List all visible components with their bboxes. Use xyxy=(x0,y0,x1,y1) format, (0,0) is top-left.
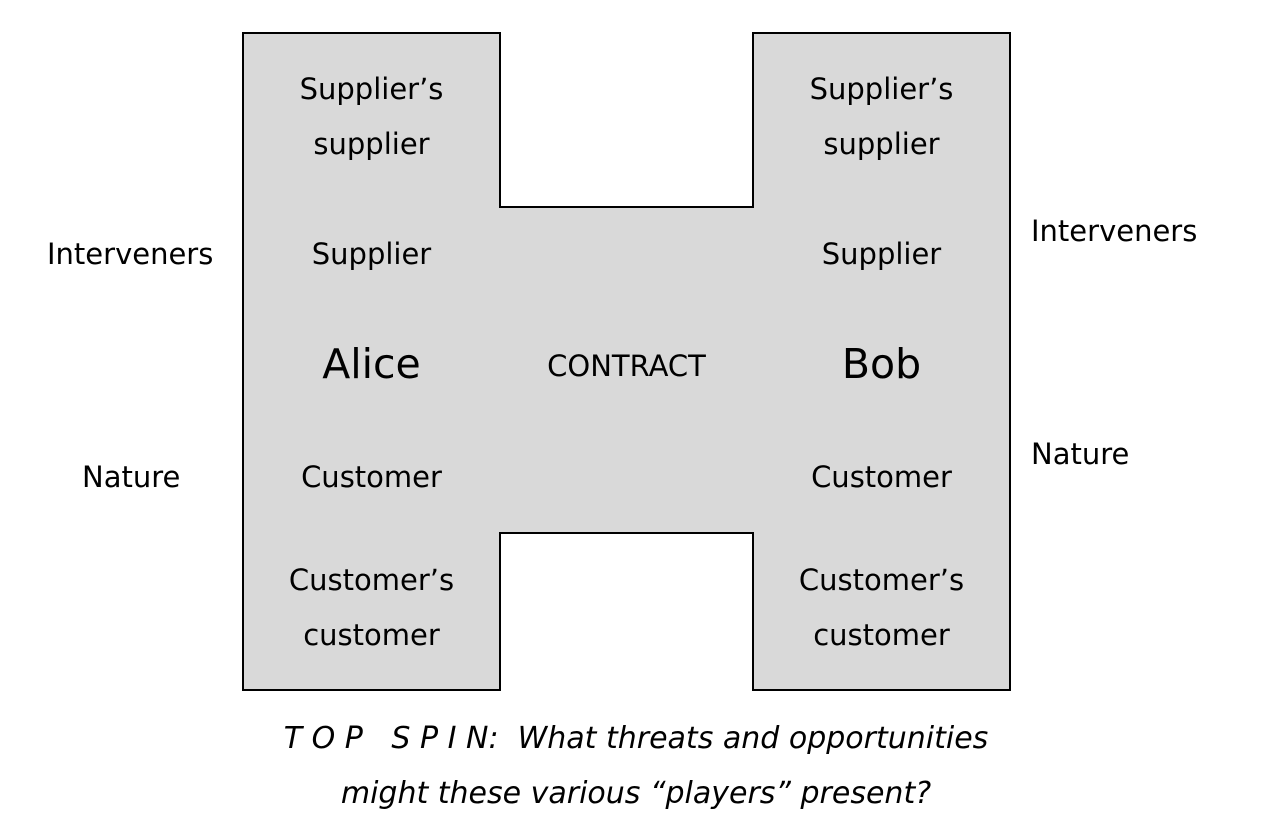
left-interveners-label: Interveners xyxy=(47,237,214,271)
right-nature-label: Nature xyxy=(1031,437,1130,471)
left-customers-customer-text: Customer’s customer xyxy=(288,563,455,652)
right-customers-customer-text: Customer’s customer xyxy=(798,563,965,652)
left-nature-label: Nature xyxy=(82,460,181,494)
left-customer: Customer xyxy=(301,460,442,494)
right-suppliers-supplier: Supplier’s supplier xyxy=(753,62,1010,172)
caption-line-1: T O P S P I N: What threats and opportun… xyxy=(283,721,989,756)
left-suppliers-supplier: Supplier’s supplier xyxy=(243,62,500,172)
alice-label: Alice xyxy=(322,340,421,388)
right-suppliers-supplier-text: Supplier’s supplier xyxy=(809,72,954,161)
right-customers-customer: Customer’s customer xyxy=(753,553,1010,663)
right-supplier: Supplier xyxy=(821,237,942,271)
left-customers-customer: Customer’s customer xyxy=(243,553,500,663)
h-outline xyxy=(242,32,1011,691)
right-interveners-label: Interveners xyxy=(1031,214,1198,248)
caption-line-2: might these various “players” present? xyxy=(340,776,932,811)
contract-label: CONTRACT xyxy=(547,349,706,383)
right-customer: Customer xyxy=(811,460,952,494)
left-suppliers-supplier-text: Supplier’s supplier xyxy=(299,72,444,161)
left-supplier: Supplier xyxy=(311,237,432,271)
bob-label: Bob xyxy=(841,340,922,388)
